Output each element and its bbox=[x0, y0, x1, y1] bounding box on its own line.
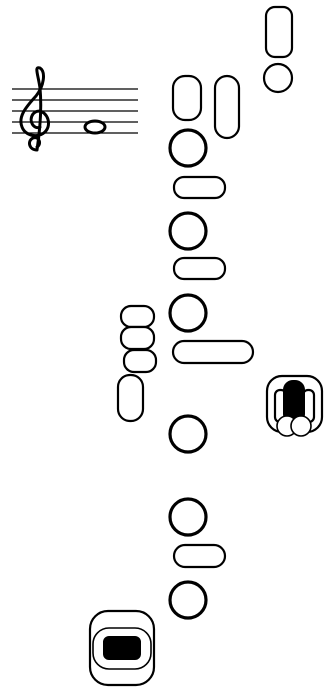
low-c-key-pad bbox=[103, 636, 141, 660]
whole-note-icon bbox=[83, 119, 107, 135]
palm-key-d bbox=[171, 74, 203, 122]
palm-key-e bbox=[213, 74, 241, 140]
g-sharp-key bbox=[172, 256, 227, 281]
front-f-key bbox=[262, 62, 294, 94]
octave-key bbox=[264, 5, 294, 59]
side-trill-cluster bbox=[265, 374, 324, 437]
bis-key bbox=[172, 175, 227, 200]
right-hand-key-1 bbox=[168, 414, 208, 454]
side-trill-key-bottom-right bbox=[290, 415, 312, 437]
f-sharp-key bbox=[172, 543, 227, 569]
low-c-sharp-key bbox=[171, 339, 255, 365]
right-hand-key-2 bbox=[168, 497, 208, 537]
right-hand-key-3 bbox=[168, 580, 208, 620]
left-hand-key-3 bbox=[168, 293, 208, 333]
treble-clef-icon bbox=[19, 66, 50, 152]
side-key-mid bbox=[119, 325, 156, 351]
music-staff bbox=[12, 66, 138, 152]
low-key-cluster bbox=[88, 609, 156, 687]
side-key-top bbox=[119, 304, 156, 329]
left-hand-key-2 bbox=[168, 211, 208, 251]
left-hand-key-1 bbox=[168, 128, 208, 168]
low-b-key bbox=[116, 373, 145, 423]
side-key-low bbox=[122, 348, 158, 374]
